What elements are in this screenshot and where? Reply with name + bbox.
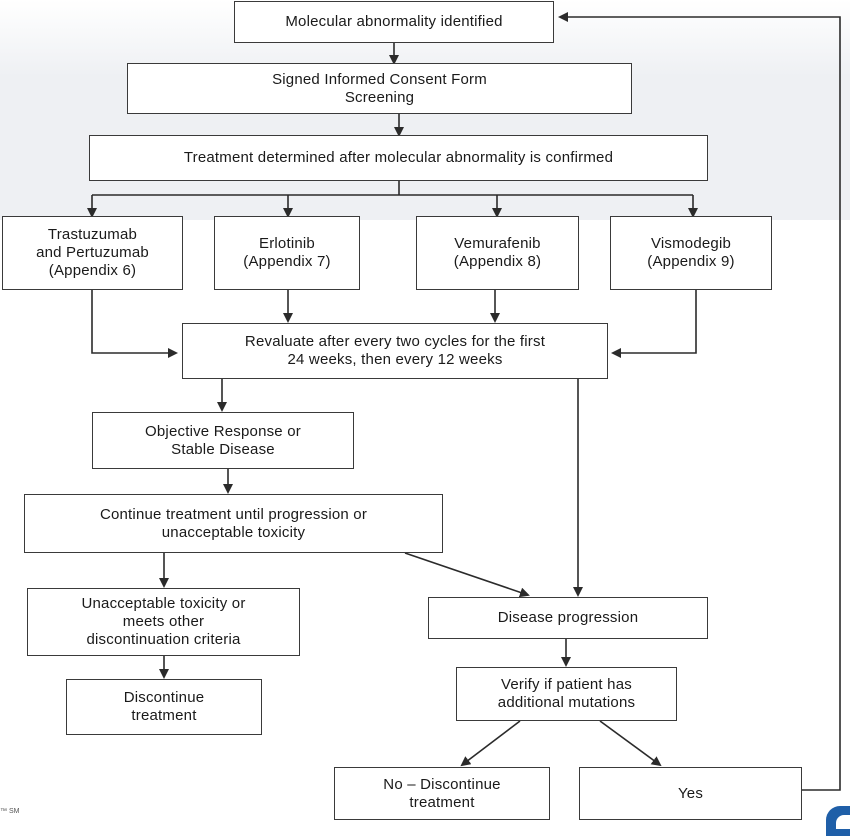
step-label: Yes xyxy=(677,784,704,802)
arrow-verify-to-no xyxy=(460,720,521,767)
corner-logo-inner-icon xyxy=(836,815,850,829)
arrow-vismodegib-to-revaluate xyxy=(611,290,697,358)
step-molecular-abnormality: Molecular abnormality identified xyxy=(234,1,554,43)
option-vemurafenib: Vemurafenib (Appendix 8) xyxy=(416,216,579,290)
arrow-yes-loop-to-abnormality xyxy=(558,12,841,791)
step-label: Molecular abnormality identified xyxy=(285,13,503,30)
step-label: Verify if patient has additional mutatio… xyxy=(497,676,636,711)
step-informed-consent: Signed Informed Consent Form Screening xyxy=(127,63,632,114)
step-label: Unacceptable toxicity or meets other dis… xyxy=(81,595,246,648)
step-verify-mutations: Verify if patient has additional mutatio… xyxy=(456,667,677,721)
step-label: Erlotinib (Appendix 7) xyxy=(243,235,331,270)
step-label: Discontinue treatment xyxy=(123,689,205,724)
option-trastuzumab: Trastuzumab and Pertuzumab (Appendix 6) xyxy=(2,216,183,290)
step-unacceptable-toxicity: Unacceptable toxicity or meets other dis… xyxy=(27,588,300,656)
step-label: Continue treatment until progression or … xyxy=(99,505,368,541)
option-vismodegib: Vismodegib (Appendix 9) xyxy=(610,216,772,290)
step-revaluate: Revaluate after every two cycles for the… xyxy=(182,323,608,379)
step-discontinue-treatment: Discontinue treatment xyxy=(66,679,262,735)
step-label: Vemurafenib (Appendix 8) xyxy=(453,235,542,270)
step-label: Treatment determined after molecular abn… xyxy=(183,149,614,166)
option-erlotinib: Erlotinib (Appendix 7) xyxy=(214,216,360,290)
step-disease-progression: Disease progression xyxy=(428,597,708,639)
step-treatment-determined: Treatment determined after molecular abn… xyxy=(89,135,708,181)
step-label: Vismodegib (Appendix 9) xyxy=(647,235,735,270)
step-label: Disease progression xyxy=(497,609,639,626)
service-mark: ™ SM xyxy=(0,808,20,815)
step-label: Signed Informed Consent Form Screening xyxy=(272,70,487,106)
step-continue-treatment: Continue treatment until progression or … xyxy=(24,494,443,553)
step-label: Revaluate after every two cycles for the… xyxy=(244,333,546,368)
step-label: Objective Response or Stable Disease xyxy=(145,422,301,458)
step-label: No – Discontinue treatment xyxy=(383,775,501,811)
step-objective-response: Objective Response or Stable Disease xyxy=(92,412,354,469)
arrow-trastuzumab-to-revaluate xyxy=(91,290,178,358)
step-label: Trastuzumab and Pertuzumab (Appendix 6) xyxy=(36,226,149,279)
outcome-no-discontinue: No – Discontinue treatment xyxy=(334,767,550,820)
outcome-yes: Yes xyxy=(579,767,802,820)
arrow-verify-to-yes xyxy=(599,720,662,767)
arrow-continue-to-progression xyxy=(404,552,530,598)
